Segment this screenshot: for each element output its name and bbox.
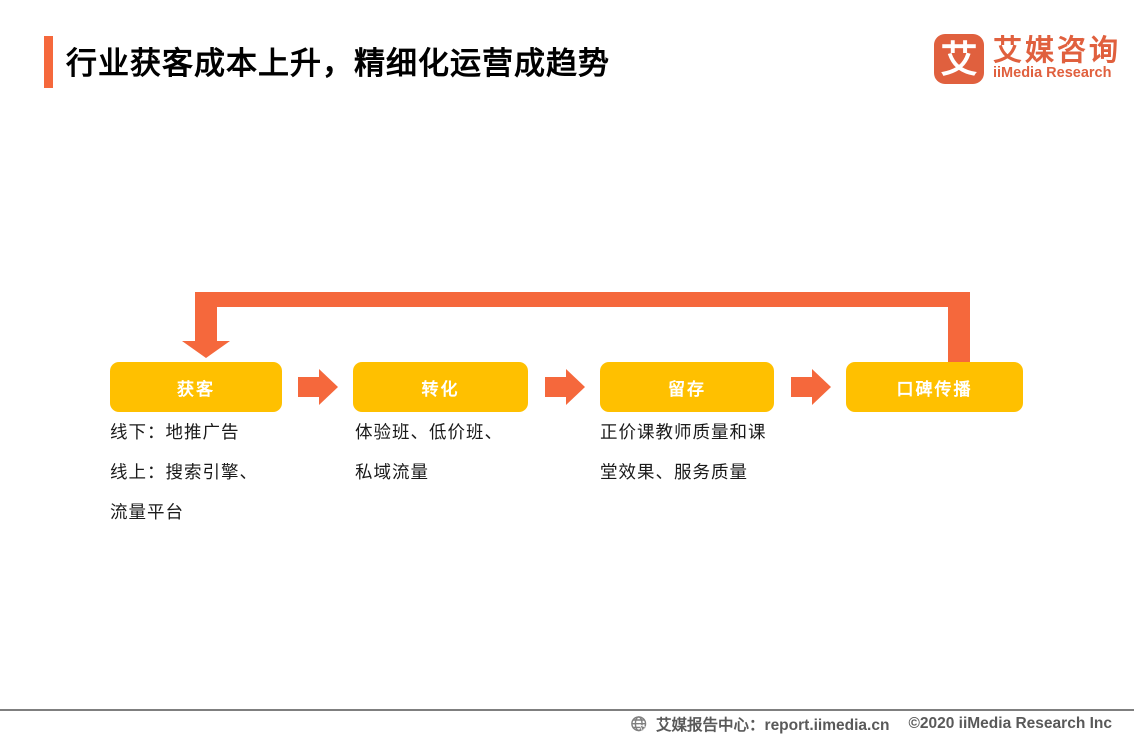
right-arrow-icon [298,369,338,405]
desc-line: 线上：搜索引擎、 [110,462,258,482]
footer: 艾媒报告中心：report.iimedia.cn ©2020 iiMedia R… [630,713,1112,735]
loop-arrow-horizontal-bar [195,292,970,307]
footer-copyright: ©2020 iiMedia Research Inc [908,715,1112,732]
page-title: 行业获客成本上升，精细化运营成趋势 [66,46,610,81]
step-box-conversion: 转化 [353,362,528,412]
right-arrow-icon [791,369,831,405]
logo-name-cn: 艾媒咨询 [993,34,1122,67]
logo-text: 艾媒咨询 iiMedia Research [993,34,1122,82]
desc-line: 私域流量 [355,462,429,482]
footer-divider [0,709,1134,711]
desc-line: 线下：地推广告 [110,422,240,442]
step-box-retention: 留存 [600,362,774,412]
step-desc-conversion: 体验班、低价班、 私域流量 [355,412,600,492]
loop-arrow-down-arrowhead [182,341,230,358]
desc-line: 流量平台 [110,502,184,522]
desc-line: 体验班、低价班、 [355,422,503,442]
right-arrow-icon [545,369,585,405]
iimedia-logo-icon: 艾 [934,34,984,84]
desc-line: 正价课教师质量和课 [600,422,767,442]
title-accent-bar [44,36,53,88]
step-desc-acquisition: 线下：地推广告 线上：搜索引擎、 流量平台 [110,412,355,532]
logo-name-en: iiMedia Research [993,65,1112,82]
loop-arrow-right-segment [948,292,970,362]
desc-line: 堂效果、服务质量 [600,462,748,482]
footer-report-center: 艾媒报告中心：report.iimedia.cn [656,717,890,734]
step-desc-retention: 正价课教师质量和课 堂效果、服务质量 [600,412,845,492]
globe-cursor-icon [630,715,649,734]
loop-arrow-left-segment [195,292,217,342]
step-box-word-of-mouth: 口碑传播 [846,362,1023,412]
step-box-acquisition: 获客 [110,362,282,412]
iimedia-logo: 艾 艾媒咨询 iiMedia Research [934,34,1121,84]
